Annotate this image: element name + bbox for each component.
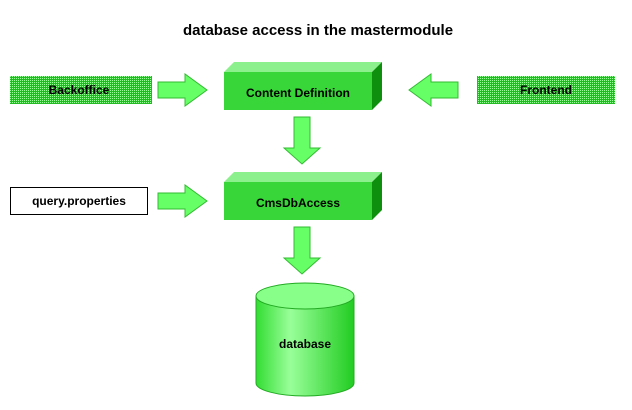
cmsdbaccess-top: [224, 172, 382, 182]
cmsdbaccess-node: CmsDbAccess: [224, 172, 382, 220]
database-cylinder-body: [255, 295, 355, 397]
backoffice-label: Backoffice: [49, 83, 110, 97]
query-properties-node: query.properties: [10, 187, 148, 215]
content-definition-label: Content Definition: [246, 86, 350, 100]
content-definition-face: [224, 72, 372, 110]
content-definition-node: Content Definition: [224, 62, 382, 110]
backoffice-box: [10, 76, 152, 104]
frontend-box: [477, 76, 615, 104]
content-definition-side: [372, 62, 382, 110]
diagram-title: database access in the mastermodule: [183, 22, 453, 39]
frontend-node: Frontend: [477, 76, 615, 104]
arrow-query-to-cmsdbaccess: [157, 184, 208, 218]
cmsdbaccess-side: [372, 172, 382, 220]
query-properties-label: query.properties: [32, 194, 126, 208]
frontend-label: Frontend: [520, 83, 572, 97]
arrow-frontend-to-content: [408, 73, 459, 107]
arrow-cmsdbaccess-to-database: [282, 226, 322, 275]
content-definition-top: [224, 62, 382, 72]
database-label: database: [279, 337, 331, 351]
arrow-content-to-cmsdbaccess: [282, 116, 322, 165]
cmsdbaccess-label: CmsDbAccess: [256, 196, 340, 210]
backoffice-node: Backoffice: [10, 76, 152, 104]
database-node: database: [255, 282, 355, 397]
arrow-backoffice-to-content: [157, 73, 208, 107]
query-properties-box: [10, 187, 148, 215]
database-cylinder-top: [255, 282, 355, 310]
cmsdbaccess-face: [224, 182, 372, 220]
